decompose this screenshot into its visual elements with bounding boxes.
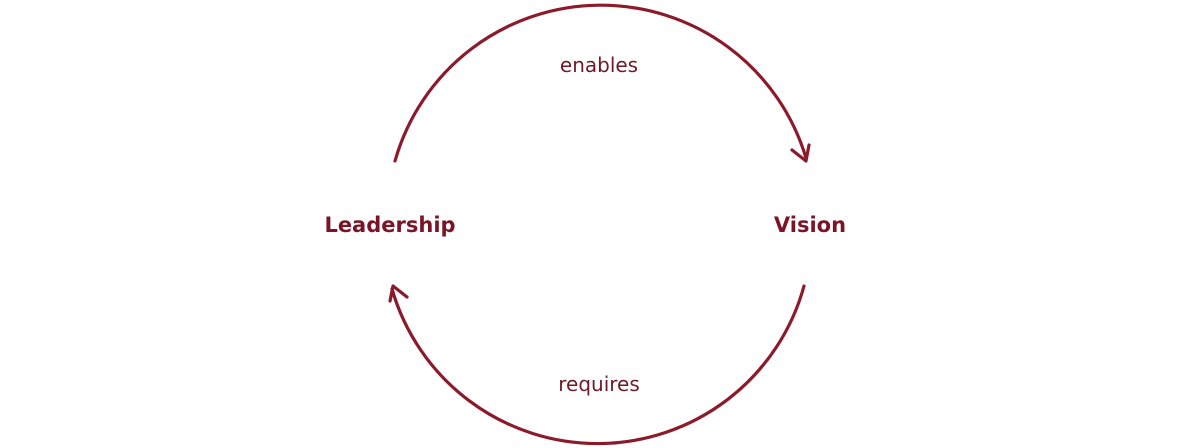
enables-arc xyxy=(393,3,808,163)
requires-arrowhead xyxy=(388,284,409,303)
vision-node-label: Vision xyxy=(774,213,846,237)
requires-arc xyxy=(390,284,806,446)
leadership-node-label: Leadership xyxy=(324,213,455,237)
requires-edge-label: requires xyxy=(558,372,640,396)
enables-edge-label: enables xyxy=(560,53,638,77)
enables-arrowhead xyxy=(790,143,811,163)
